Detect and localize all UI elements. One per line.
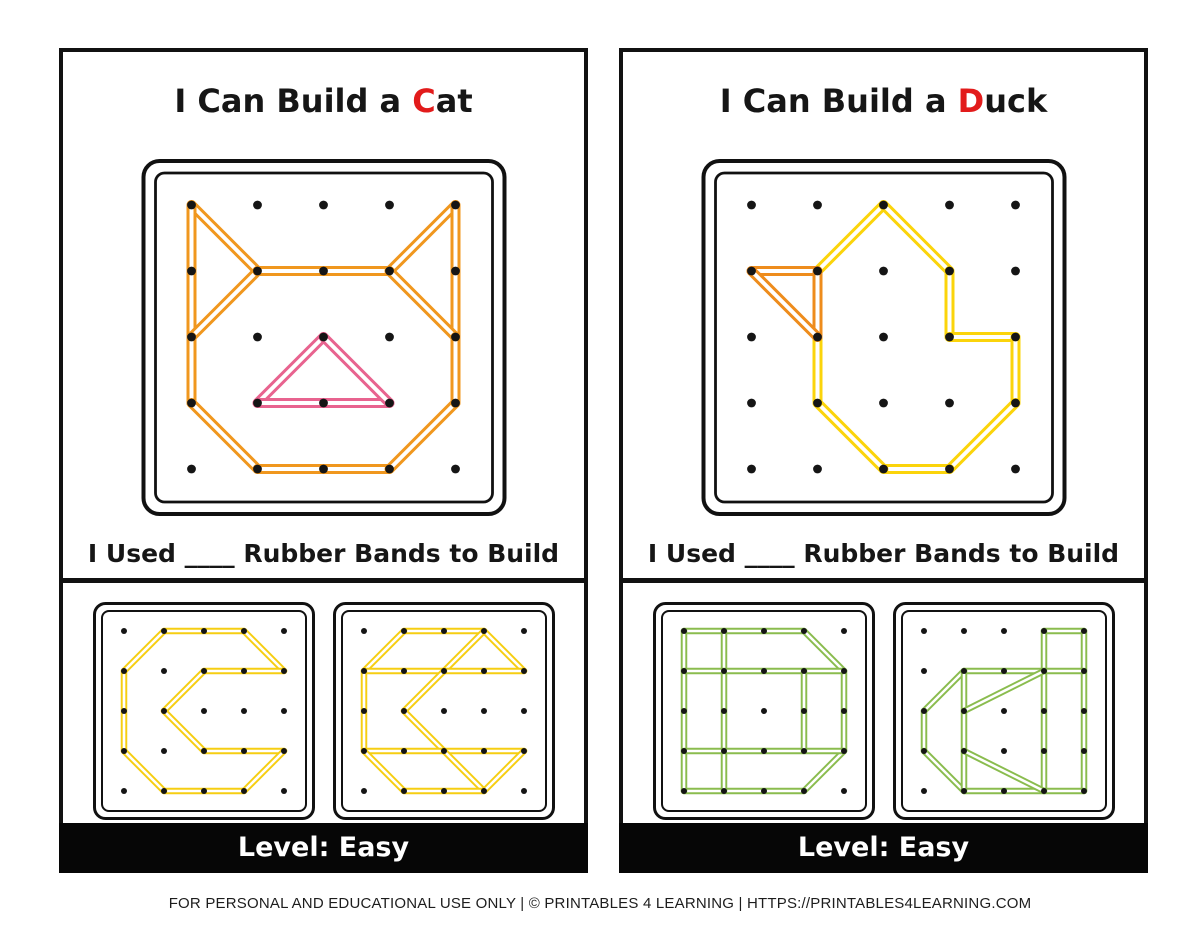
level-bar: Level: Easy: [59, 823, 588, 873]
geoboard-svg: [92, 602, 315, 820]
rubber-band-count-line: I Used ____ Rubber Bands to Build: [647, 539, 1120, 568]
title-highlight-letter: D: [957, 82, 985, 120]
section-divider: [59, 578, 588, 583]
title-highlight-letter: C: [412, 82, 436, 120]
card-title: I Can Build a Duck: [623, 82, 1144, 120]
title-prefix: I Can Build a: [719, 82, 958, 120]
letter-boards-row: [623, 602, 1144, 820]
card-cat: I Can Build a Cat I Used ____ Rubber Ban…: [59, 48, 588, 873]
geoboard-svg: [141, 159, 506, 516]
geoboard-letter-c-triangulated: [332, 602, 555, 820]
cards-row: I Can Build a Cat I Used ____ Rubber Ban…: [59, 48, 1148, 873]
title-rest: at: [435, 82, 473, 120]
level-label: Level: Easy: [237, 832, 410, 863]
letter-boards-row: [63, 602, 584, 820]
card-duck: I Can Build a Duck I Used ____ Rubber Ba…: [619, 48, 1148, 873]
geoboard-letter-d-lowercase: [892, 602, 1115, 820]
geoboard-letter-c-outline: [92, 602, 315, 820]
geoboard-svg: [332, 602, 555, 820]
title-prefix: I Can Build a: [174, 82, 413, 120]
level-bar: Level: Easy: [619, 823, 1148, 873]
geoboard-cat-main: [141, 159, 506, 516]
card-title: I Can Build a Cat: [63, 82, 584, 120]
geoboard-svg: [652, 602, 875, 820]
level-label: Level: Easy: [797, 832, 970, 863]
title-rest: uck: [984, 82, 1048, 120]
rubber-band-count-line: I Used ____ Rubber Bands to Build: [87, 539, 560, 568]
copyright-footer: FOR PERSONAL AND EDUCATIONAL USE ONLY | …: [168, 895, 1032, 912]
geoboard-duck-main: [701, 159, 1066, 516]
geoboard-svg: [892, 602, 1115, 820]
geoboard-letter-d-uppercase: [652, 602, 875, 820]
section-divider: [619, 578, 1148, 583]
geoboard-svg: [701, 159, 1066, 516]
